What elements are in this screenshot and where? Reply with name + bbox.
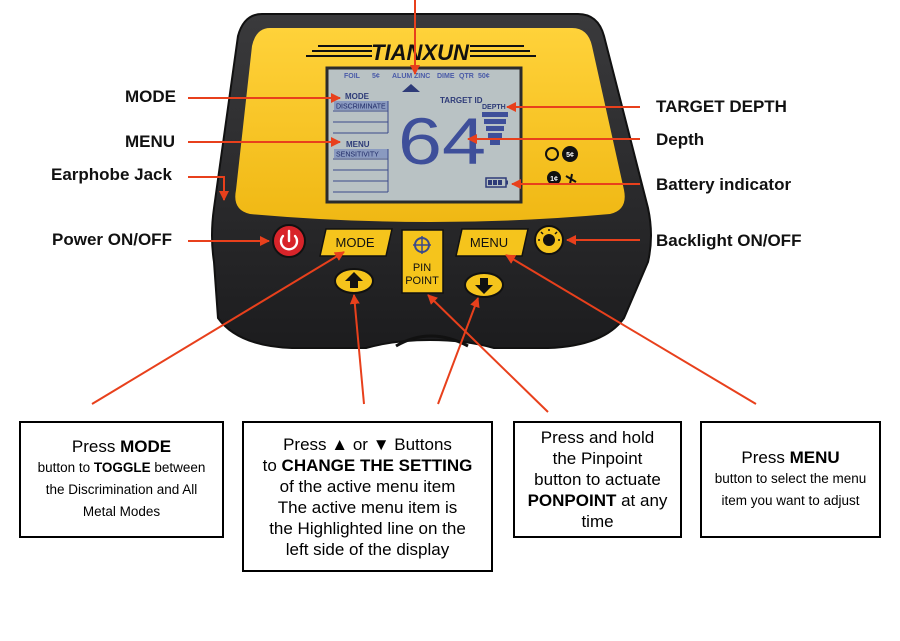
lcd-depth-bars bbox=[482, 112, 508, 145]
svg-text:MODE: MODE bbox=[336, 235, 375, 250]
lcd-menu-value: SENSITIVITY bbox=[336, 152, 379, 159]
svg-text:FOIL: FOIL bbox=[344, 73, 361, 80]
info-box-pinpoint: Press and hold the Pinpoint button to ac… bbox=[513, 421, 682, 538]
power-button[interactable] bbox=[272, 224, 306, 258]
coin-1-icon bbox=[547, 171, 561, 185]
info-box-setting: Press ▲ or ▼ Buttons to CHANGE THE SETTI… bbox=[242, 421, 493, 572]
coin-1-label: 1¢ bbox=[550, 176, 558, 183]
menu-button[interactable]: MENU bbox=[455, 228, 529, 257]
callout-menu: MENU bbox=[125, 132, 176, 151]
svg-text:POINT: POINT bbox=[405, 275, 439, 287]
bulb-icon bbox=[543, 234, 555, 246]
arrow-up-icon: ▲ bbox=[331, 434, 349, 454]
key-icon bbox=[565, 173, 577, 185]
brand-stripes-left bbox=[306, 45, 372, 57]
arrow-down-icon bbox=[475, 278, 493, 294]
lcd-target-id-label: TARGET ID bbox=[440, 96, 483, 105]
callout-target-depth: TARGET DEPTH bbox=[656, 97, 787, 116]
svg-text:QTR: QTR bbox=[459, 73, 474, 80]
callout-earphone-jack: Earphobe Jack bbox=[51, 165, 172, 184]
pinpoint-button[interactable]: PIN POINT bbox=[401, 229, 444, 294]
callout-mode: MODE bbox=[125, 87, 176, 106]
svg-text:ZINC: ZINC bbox=[414, 73, 430, 80]
svg-text:MENU: MENU bbox=[470, 235, 508, 250]
callout-power: Power ON/OFF bbox=[52, 230, 172, 249]
coin-5-icon bbox=[562, 146, 578, 162]
lcd-mode-label: MODE bbox=[345, 92, 370, 101]
ring-icon bbox=[545, 147, 559, 161]
svg-text:50¢: 50¢ bbox=[478, 73, 490, 80]
brand-logo: TIANXUN bbox=[371, 40, 470, 65]
lcd-mode-value: DISCRIMINATE bbox=[336, 104, 386, 111]
svg-text:ALUM: ALUM bbox=[392, 73, 412, 80]
arrow-down-icon: ▼ bbox=[372, 434, 390, 454]
brand-stripes-right bbox=[470, 45, 536, 57]
lcd-mode-highlight bbox=[334, 101, 388, 110]
up-button[interactable] bbox=[334, 268, 374, 294]
backlight-button[interactable] bbox=[534, 225, 564, 255]
arrow-up-icon bbox=[345, 272, 363, 288]
battery-icon bbox=[485, 177, 508, 188]
lcd-menu-highlight bbox=[334, 149, 388, 158]
coin-5-label: 5¢ bbox=[566, 152, 574, 159]
down-button[interactable] bbox=[464, 272, 504, 298]
svg-text:DIME: DIME bbox=[437, 73, 455, 80]
lcd-scale: FOIL 5¢ ALUM ZINC DIME QTR 50¢ bbox=[344, 73, 490, 80]
info-box-mode: Press MODE button to TOGGLE between the … bbox=[19, 421, 224, 538]
callout-backlight: Backlight ON/OFF bbox=[656, 231, 802, 250]
lcd-menu-label: MENU bbox=[346, 140, 370, 149]
callout-battery: Battery indicator bbox=[656, 175, 792, 194]
info-box-menu: Press MENU button to select the menu ite… bbox=[700, 421, 881, 538]
lcd-pointer-icon bbox=[402, 84, 420, 92]
svg-text:5¢: 5¢ bbox=[372, 73, 380, 80]
lcd-target-id-value: 64 bbox=[398, 104, 486, 178]
callout-depth: Depth bbox=[656, 130, 705, 149]
lcd-menu-rows bbox=[333, 149, 389, 193]
lcd-mode-rows bbox=[333, 101, 389, 134]
lcd-depth-label: DEPTH bbox=[482, 104, 506, 111]
power-icon bbox=[279, 234, 299, 251]
callout-arrows bbox=[91, 0, 757, 413]
svg-text:PIN: PIN bbox=[413, 262, 431, 274]
mode-button[interactable]: MODE bbox=[319, 228, 393, 257]
